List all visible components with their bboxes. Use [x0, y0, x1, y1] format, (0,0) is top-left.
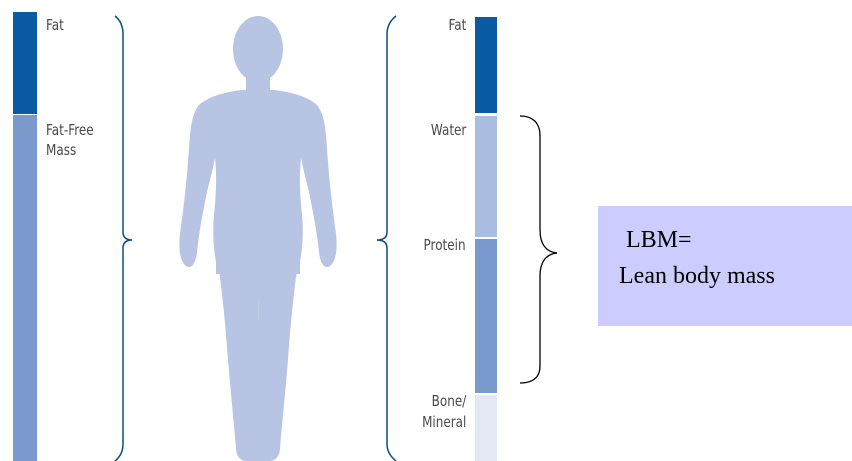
lbm-definition-box: LBM= Lean body mass [598, 206, 852, 326]
lbm-heading: LBM= [626, 226, 692, 254]
lbm-definition: Lean body mass [619, 262, 775, 290]
left-bracket [115, 16, 132, 461]
human-silhouette [179, 16, 336, 461]
right-bracket [377, 16, 396, 461]
lbm-curly-brace [520, 116, 557, 383]
